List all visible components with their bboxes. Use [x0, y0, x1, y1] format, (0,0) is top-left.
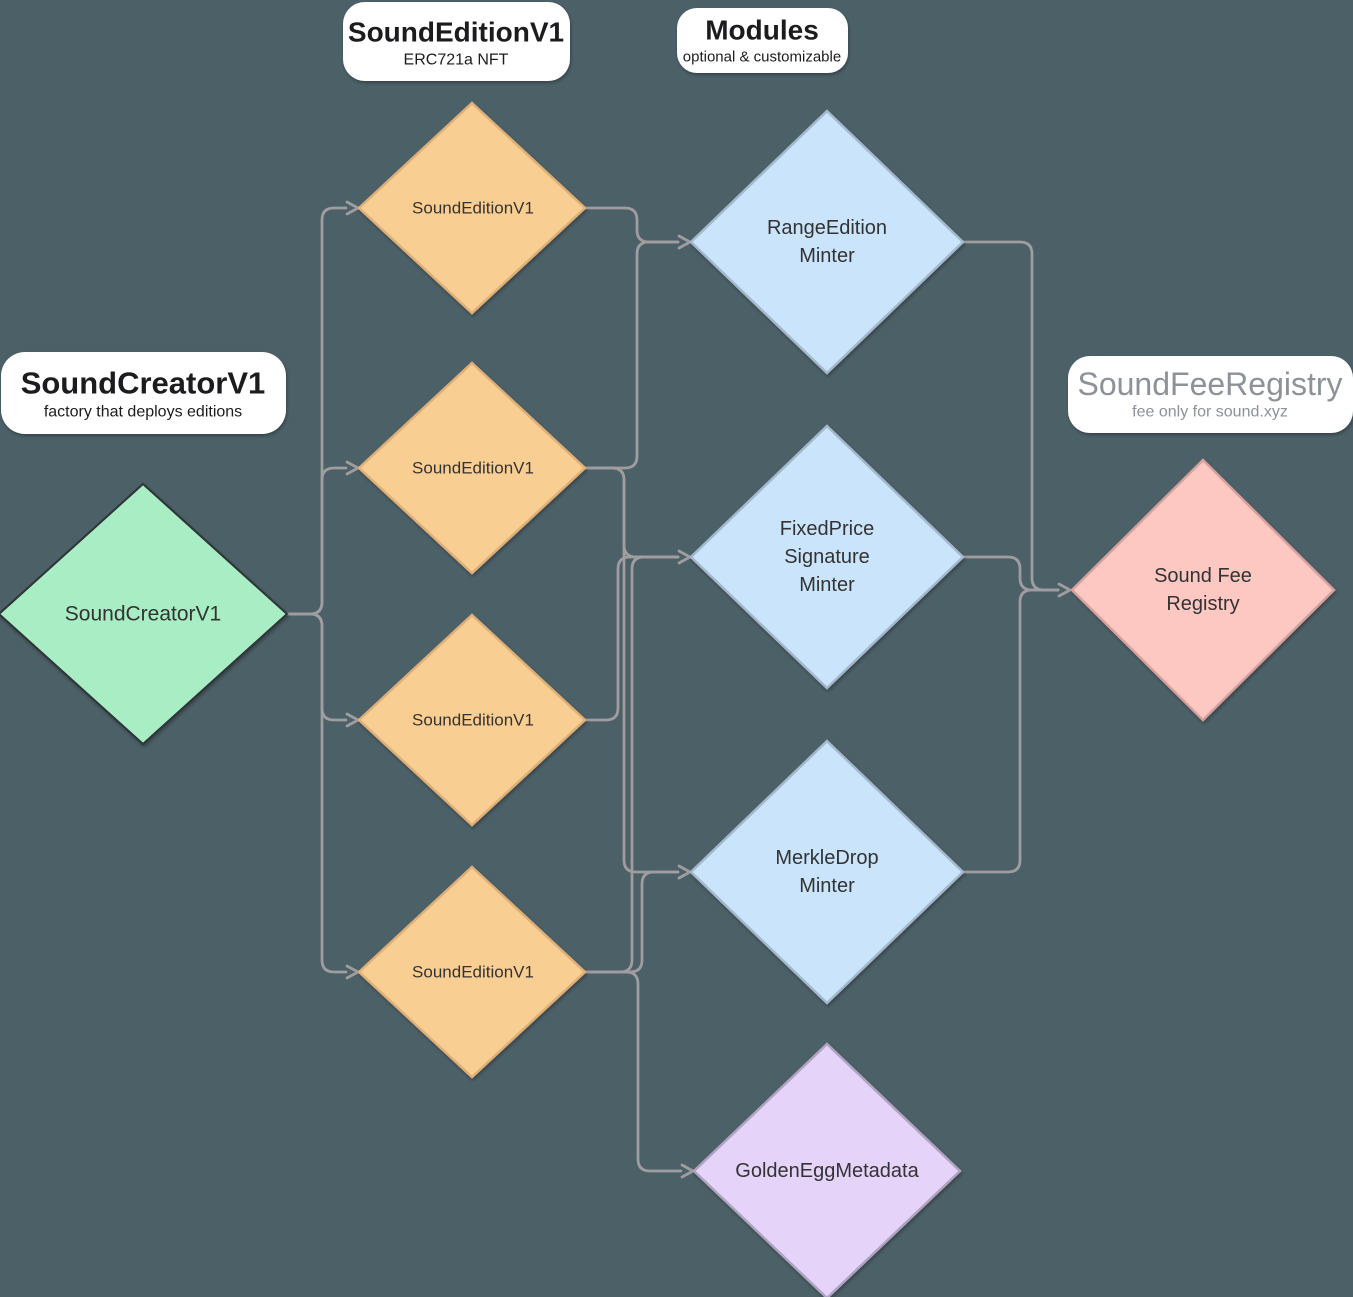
edges	[285, 200, 1072, 1179]
diamond-shape	[689, 109, 965, 375]
node-label: MerkleDrop	[775, 847, 878, 869]
arrowhead-icon	[1057, 582, 1072, 598]
label-box	[343, 2, 570, 81]
label-sound-fee-registry: SoundFeeRegistry fee only for sound.xyz	[1068, 356, 1353, 433]
edge-edition2-to-range-minter	[581, 240, 680, 470]
diamond-shape	[689, 424, 965, 690]
node-label: Signature	[784, 546, 870, 568]
node-label: FixedPrice	[780, 518, 874, 540]
node-merkle-drop-minter: MerkleDrop Minter	[689, 739, 965, 1005]
node-label: Registry	[1166, 593, 1239, 615]
node-golden-egg-metadata: GoldenEggMetadata	[692, 1042, 962, 1297]
node-label: SoundEditionV1	[412, 711, 534, 730]
label-title: SoundCreatorV1	[21, 366, 266, 401]
diamond-shape	[692, 1042, 962, 1297]
label-box	[1068, 356, 1353, 433]
node-sound-edition-2: SoundEditionV1	[357, 361, 587, 575]
label-modules: Modules optional & customizable	[677, 8, 848, 73]
label-sound-creator: SoundCreatorV1 factory that deploys edit…	[1, 352, 286, 434]
node-sound-edition-3: SoundEditionV1	[357, 613, 587, 827]
node-label: Minter	[799, 574, 855, 596]
diamond-shape	[689, 739, 965, 1005]
node-fixed-price-signature-minter: FixedPrice Signature Minter	[689, 424, 965, 690]
node-label: Minter	[799, 245, 855, 267]
edge-merkle-minter-to-fee-registry	[961, 588, 1060, 874]
caption-boxes: SoundEditionV1 ERC721a NFT Modules optio…	[1, 2, 1353, 434]
label-title: SoundEditionV1	[348, 17, 564, 48]
label-subtitle: ERC721a NFT	[404, 52, 509, 69]
label-title: SoundFeeRegistry	[1077, 366, 1342, 402]
edge-creator-to-edition4	[285, 612, 348, 974]
node-label: Sound Fee	[1154, 565, 1252, 587]
label-subtitle: factory that deploys editions	[44, 404, 242, 421]
label-box	[677, 8, 848, 73]
diamond-shape	[1070, 458, 1336, 722]
node-label: SoundEditionV1	[412, 459, 534, 478]
node-label: RangeEdition	[767, 217, 887, 239]
edge-edition4-to-merkle-minter	[583, 870, 680, 974]
node-sound-edition-4: SoundEditionV1	[357, 865, 587, 1079]
label-subtitle: optional & customizable	[683, 49, 841, 66]
node-sound-fee-registry: Sound Fee Registry	[1070, 458, 1336, 722]
label-sound-edition: SoundEditionV1 ERC721a NFT	[343, 2, 570, 81]
diamond-shape	[357, 101, 587, 315]
node-label: SoundEditionV1	[412, 963, 534, 982]
node-sound-creator: SoundCreatorV1	[0, 482, 289, 746]
node-label: SoundCreatorV1	[65, 603, 221, 626]
edge-edition2-to-merkle-minter	[581, 466, 680, 874]
label-subtitle: fee only for sound.xyz	[1132, 404, 1288, 421]
diamond-shape	[0, 482, 289, 746]
node-sound-edition-1: SoundEditionV1	[357, 101, 587, 315]
node-label: Minter	[799, 875, 855, 897]
node-label: SoundEditionV1	[412, 199, 534, 218]
edge-edition4-to-golden-egg	[583, 970, 683, 1173]
nodes: SoundCreatorV1 SoundEditionV1 SoundEditi…	[0, 101, 1336, 1297]
node-range-edition-minter: RangeEdition Minter	[689, 109, 965, 375]
diamond-shape	[357, 865, 587, 1079]
label-box	[1, 352, 286, 434]
diamond-shape	[357, 361, 587, 575]
node-label: GoldenEggMetadata	[735, 1160, 919, 1182]
label-title: Modules	[705, 15, 819, 46]
diamond-shape	[357, 613, 587, 827]
